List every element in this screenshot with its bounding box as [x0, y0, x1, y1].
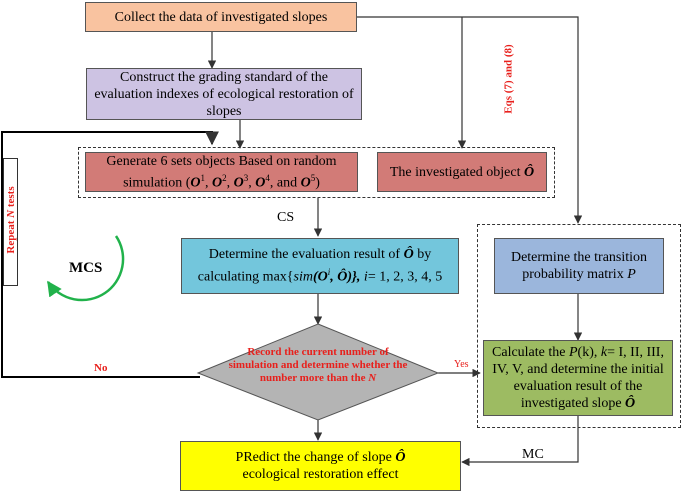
- repeat-n-tests-box: [3, 158, 18, 286]
- predict-line-2: ecological restoration effect: [242, 467, 399, 482]
- calculate-line-1: Calculate the P(k), k= I, II, III,: [492, 345, 664, 360]
- transition-matrix-box: Determine the transition probability mat…: [494, 238, 664, 294]
- cs-label: CS: [277, 210, 295, 225]
- transition-line-1: Determine the transition: [510, 250, 648, 265]
- no-label: No: [94, 362, 108, 374]
- investigated-object-box: The investigated object Ô: [377, 152, 547, 192]
- construct-line-1: Construct the grading standard of the: [119, 69, 328, 85]
- generate-line-2: simulation (O1, O2, O3, O4, and O5): [123, 172, 320, 191]
- predict-box: PRedict the change of slope Ô ecological…: [180, 441, 461, 491]
- decision-text: Record the current number of simulation …: [228, 346, 408, 384]
- collect-data-text: Collect the data of investigated slopes: [114, 9, 328, 25]
- mc-label: MC: [522, 447, 544, 462]
- simulation-dashed-group: [78, 147, 555, 198]
- calculate-pk-box: Calculate the P(k), k= I, II, III, IV, V…: [483, 340, 673, 416]
- construct-line-2: evaluation indexes of ecological restora…: [94, 86, 354, 102]
- construct-standard-box: Construct the grading standard of the ev…: [86, 68, 362, 120]
- construct-line-3: slopes: [206, 103, 242, 119]
- collect-data-box: Collect the data of investigated slopes: [85, 2, 357, 32]
- determine-line-1: Determine the evaluation result of Ô by: [208, 247, 432, 263]
- mcs-label: MCS: [69, 260, 103, 276]
- generate-objects-box: Generate 6 sets objects Based on random …: [85, 152, 358, 192]
- calculate-line-3: evaluation result of the: [513, 379, 643, 394]
- calculate-line-4: investigated slope Ô: [520, 396, 636, 411]
- calculate-line-2: IV, V, and determine the initial: [492, 362, 664, 377]
- transition-line-2: probability matrix P: [522, 267, 636, 282]
- repeat-n-tests-label: Repeat N tests: [5, 186, 17, 254]
- determine-line-2: calculating max{sim(Oi, Ô)}, i= 1, 2, 3,…: [197, 267, 443, 285]
- eqs-label: Eqs (7) and (8): [502, 44, 515, 114]
- investigated-object-text: The investigated object Ô: [389, 164, 535, 180]
- generate-line-1: Generate 6 sets objects Based on random: [106, 153, 337, 169]
- arrow-mc: [461, 416, 579, 467]
- arrow-no-loop: [1, 131, 219, 378]
- determine-evaluation-box: Determine the evaluation result of Ô by …: [181, 238, 459, 294]
- decision-diamond: [196, 323, 440, 421]
- arrow-collect-branch: [357, 16, 583, 224]
- mcs-cycle-arrow: [46, 235, 125, 302]
- yes-label: Yes: [454, 359, 469, 370]
- markov-dashed-group: [477, 224, 681, 428]
- predict-line-1: PRedict the change of slope Ô: [235, 450, 406, 465]
